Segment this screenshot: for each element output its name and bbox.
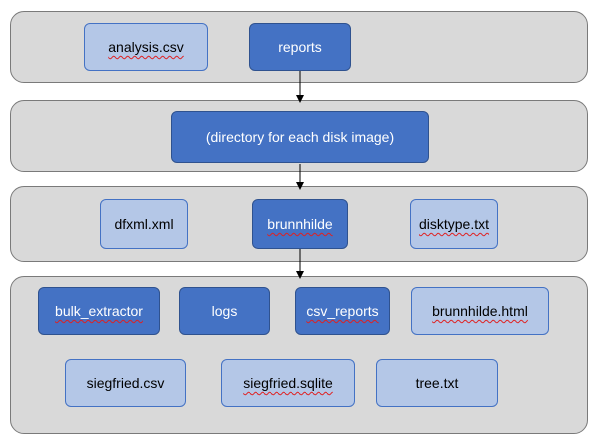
disktype-txt-label: disktype.txt <box>418 216 490 232</box>
logs-label: logs <box>211 303 238 319</box>
brunnhilde-label: brunnhilde <box>267 216 333 232</box>
brunnhilde-html-box: brunnhilde.html <box>411 287 549 335</box>
reports-box: reports <box>249 23 351 71</box>
reports-label: reports <box>278 39 322 55</box>
siegfried-sqlite-box: siegfried.sqlite <box>221 359 355 407</box>
bulk-extractor-label: bulk_extractor <box>55 303 143 319</box>
brunnhilde-html-label: brunnhilde.html <box>432 303 528 319</box>
analysis-csv-label: analysis.csv <box>108 39 184 55</box>
brunnhilde-box: brunnhilde <box>252 199 348 249</box>
siegfried-csv-box: siegfried.csv <box>65 359 186 407</box>
siegfried-sqlite-label: siegfried.sqlite <box>243 375 333 391</box>
analysis-csv-box: analysis.csv <box>84 23 208 71</box>
tree-txt-label: tree.txt <box>415 375 459 391</box>
bulk-extractor-box: bulk_extractor <box>38 287 160 335</box>
csv-reports-box: csv_reports <box>295 287 390 335</box>
disk-image-directory-box: (directory for each disk image) <box>171 111 429 163</box>
siegfried-csv-label: siegfried.csv <box>86 375 165 391</box>
logs-box: logs <box>179 287 270 335</box>
dfxml-xml-box: dfxml.xml <box>100 199 188 249</box>
csv-reports-label: csv_reports <box>306 303 379 319</box>
dfxml-xml-label: dfxml.xml <box>114 216 174 232</box>
tree-txt-box: tree.txt <box>376 359 498 407</box>
disktype-txt-box: disktype.txt <box>410 199 498 249</box>
disk-image-directory-label: (directory for each disk image) <box>205 129 395 145</box>
